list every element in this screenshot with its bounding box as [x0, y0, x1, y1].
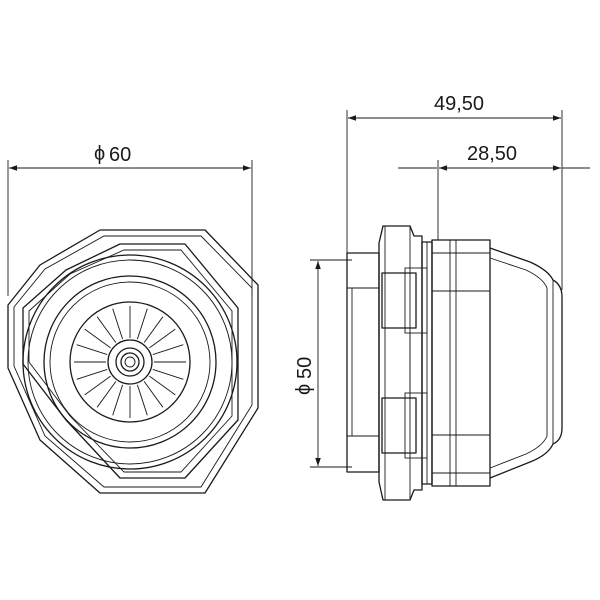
front-lamella: [152, 368, 184, 380]
side-dome-cap-inner: [489, 257, 548, 469]
side-channel-lower: [381, 397, 417, 454]
side-diameter-label: 50: [294, 357, 316, 379]
front-lamella: [136, 308, 148, 340]
front-lamella: [149, 328, 176, 349]
front-diameter-label: 60: [109, 144, 131, 166]
front-face-circle: [43, 275, 217, 449]
side-dome-cap: [489, 247, 563, 479]
front-face-circle-inner: [49, 281, 211, 443]
front-lamella-ring: [74, 306, 186, 418]
front-lamella: [112, 308, 124, 340]
side-length-dimension: 49,50: [346, 93, 563, 290]
side-hex-nut: [431, 239, 491, 487]
side-diameter-symbol: ϕ: [293, 384, 315, 395]
side-thread-label: 28,50: [467, 143, 517, 165]
front-hole-center: [124, 356, 136, 368]
front-hole-outer: [115, 347, 145, 377]
side-view: [346, 225, 563, 501]
front-lamella: [96, 381, 117, 408]
front-lamella: [96, 316, 117, 343]
front-lamella: [152, 344, 184, 356]
front-lamella: [84, 375, 111, 396]
front-view: [7, 229, 259, 494]
front-diameter-dimension: ϕ 60: [7, 143, 253, 296]
front-body-circle-inner: [27, 259, 233, 465]
front-lamella: [149, 375, 176, 396]
front-nut-inner-outline: [13, 235, 253, 488]
front-core-circle: [107, 339, 153, 385]
front-lamella: [76, 368, 108, 380]
front-hexagon-inner: [28, 249, 233, 473]
side-length-label: 49,50: [434, 93, 484, 115]
front-lamella: [143, 316, 164, 343]
front-diameter-symbol: ϕ: [94, 143, 105, 165]
front-hexagon: [22, 243, 239, 479]
front-lamella: [84, 328, 111, 349]
front-lamella: [76, 344, 108, 356]
front-lamella: [112, 384, 124, 416]
front-body-circle: [22, 254, 238, 470]
front-seal-circle: [69, 301, 191, 423]
side-channel-upper: [381, 272, 417, 329]
front-hole-inner: [120, 352, 140, 372]
front-lamella: [143, 381, 164, 408]
side-diameter-dimension: ϕ 50: [293, 259, 352, 468]
front-lamella: [136, 384, 148, 416]
side-flange: [378, 225, 423, 501]
side-thread-dimension: 28,50: [398, 143, 590, 240]
front-nut-outline: [7, 229, 259, 494]
